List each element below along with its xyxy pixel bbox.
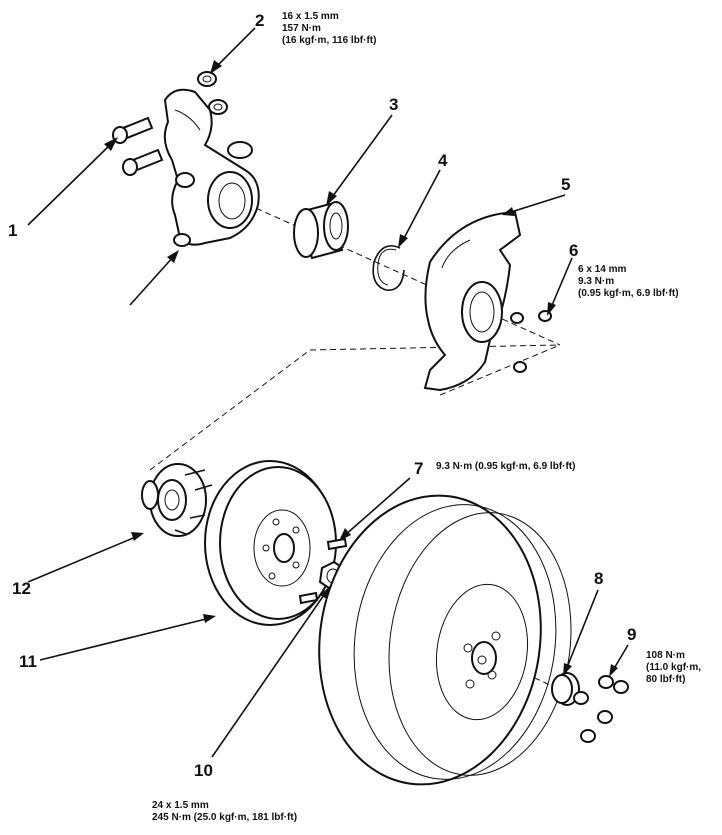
spec-line: 245 N·m (25.0 kgf·m, 181 lbf·ft) — [152, 812, 298, 823]
spec-line: (16 kgf·m, 116 lbf·ft) — [282, 35, 377, 46]
spec-splash-bolt: 6 x 14 mm 9.3 N·m (0.95 kgf·m, 6.9 lbf·f… — [578, 264, 679, 300]
callout-8: 8 — [594, 569, 604, 588]
spec-line: 16 x 1.5 mm — [282, 11, 339, 22]
callout-9: 9 — [627, 625, 637, 644]
callout-3: 3 — [389, 95, 399, 114]
callout-5: 5 — [561, 175, 571, 194]
spec-knuckle-nut: 16 x 1.5 mm 157 N·m (16 kgf·m, 116 lbf·f… — [282, 11, 376, 47]
spec-line: 6 x 14 mm — [578, 264, 627, 275]
spec-disc-screw: 9.3 N·m (0.95 kgf·m, 6.9 lbf·ft) — [436, 461, 575, 473]
callout-1: 1 — [8, 221, 18, 240]
callout-7: 7 — [414, 459, 424, 478]
leader-lines — [27, 27, 629, 758]
wheel-nuts — [573, 675, 629, 743]
callout-10: 10 — [194, 761, 213, 780]
wheel-and-tire — [318, 494, 572, 786]
spec-line: 9.3 N·m — [578, 276, 615, 287]
callout-11: 11 — [19, 652, 37, 671]
steering-knuckle — [163, 88, 260, 247]
callout-4: 4 — [438, 151, 448, 170]
spec-line: 9.3 N·m (0.95 kgf·m, 6.9 lbf·ft) — [436, 461, 576, 472]
splash-guard — [423, 210, 522, 392]
callout-12: 12 — [12, 579, 31, 598]
callout-2: 2 — [255, 11, 265, 30]
spec-line: (11.0 kgf·m, — [646, 662, 702, 673]
spec-line: 24 x 1.5 mm — [152, 800, 209, 811]
center-cap — [551, 672, 580, 706]
knuckle-bolts — [112, 116, 164, 176]
spec-line: 157 N·m — [282, 23, 321, 34]
knuckle-nuts — [197, 71, 228, 115]
spec-wheel-nut: 108 N·m (11.0 kgf·m, 80 lbf·ft) — [646, 650, 701, 686]
spec-line: 108 N·m — [646, 650, 685, 661]
snap-ring — [372, 245, 405, 291]
wheel-bearing — [293, 201, 349, 260]
spec-spindle-nut: 24 x 1.5 mm 245 N·m (25.0 kgf·m, 181 lbf… — [152, 800, 297, 824]
wheel-hub — [141, 463, 213, 537]
spec-line: 80 lbf·ft) — [646, 674, 686, 685]
disc-screws — [298, 537, 348, 605]
splash-guard-bolts — [510, 310, 552, 373]
callout-6: 6 — [569, 241, 579, 260]
brake-disc — [204, 460, 337, 626]
spec-line: (0.95 kgf·m, 6.9 lbf·ft) — [578, 288, 679, 299]
